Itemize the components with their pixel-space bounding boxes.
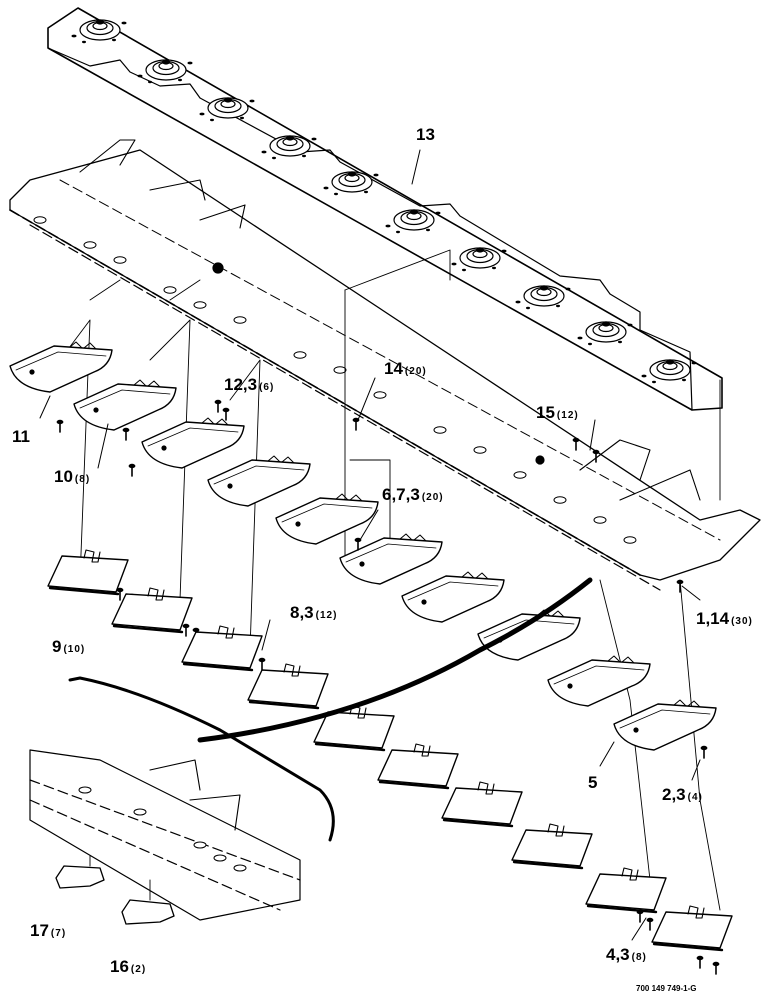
callout-9: 9(10) bbox=[52, 638, 85, 656]
callout-17: 17(7) bbox=[30, 922, 66, 940]
callout-11-num: 11 bbox=[12, 427, 30, 446]
callout-13: 13 bbox=[416, 126, 437, 144]
callout-13-num: 13 bbox=[416, 125, 435, 144]
detail-curve bbox=[197, 577, 593, 743]
callout-17-num: 17 bbox=[30, 921, 49, 940]
callout-10: 10(8) bbox=[54, 468, 90, 486]
callout-5: 5 bbox=[588, 774, 599, 792]
inset-detail-view bbox=[29, 676, 335, 925]
callout-4-3-num: 4,3 bbox=[606, 945, 630, 964]
frame-assembly bbox=[9, 139, 761, 591]
callout-2-3-num: 2,3 bbox=[662, 785, 686, 804]
callout-5-num: 5 bbox=[588, 773, 598, 792]
callout-4-3: 4,3(8) bbox=[606, 946, 647, 964]
callout-16-qty: (2) bbox=[130, 964, 147, 975]
callout-9-qty: (10) bbox=[63, 644, 86, 655]
callout-12-3-qty: (6) bbox=[259, 382, 275, 393]
callout-15-num: 15 bbox=[536, 403, 555, 422]
callout-12-3-num: 12,3 bbox=[224, 375, 258, 394]
callout-15: 15(12) bbox=[536, 404, 579, 422]
callout-9-num: 9 bbox=[52, 637, 62, 656]
callout-2-3: 2,3(4) bbox=[662, 786, 703, 804]
callout-1-14-qty: (30) bbox=[731, 616, 753, 627]
callout-10-num: 10 bbox=[54, 467, 73, 486]
callout-10-qty: (8) bbox=[74, 474, 91, 485]
callout-14-qty: (20) bbox=[404, 366, 427, 377]
callout-1-14-num: 1,14 bbox=[696, 609, 730, 628]
callout-11: 11 bbox=[12, 428, 32, 446]
callout-6-7-3: 6,7,3(20) bbox=[382, 486, 444, 504]
callout-6-7-3-num: 6,7,3 bbox=[382, 485, 420, 504]
cutterbar-assembly bbox=[47, 7, 723, 411]
callout-14-num: 14 bbox=[384, 359, 403, 378]
figure-id: 700 149 749-1-G bbox=[636, 984, 697, 993]
callout-6-7-3-qty: (20) bbox=[421, 492, 444, 503]
callout-16-num: 16 bbox=[110, 957, 129, 976]
callout-8-3: 8,3(12) bbox=[290, 604, 337, 622]
callout-17-qty: (7) bbox=[50, 928, 67, 939]
callout-8-3-num: 8,3 bbox=[290, 603, 314, 622]
callout-2-3-qty: (4) bbox=[687, 792, 703, 803]
callout-8-3-qty: (12) bbox=[315, 610, 338, 621]
callout-leaders bbox=[39, 149, 701, 941]
callout-12-3: 12,3(6) bbox=[224, 376, 274, 394]
callout-15-qty: (12) bbox=[556, 410, 579, 421]
callout-1-14: 1,14(30) bbox=[696, 610, 753, 628]
callout-14: 14(20) bbox=[384, 360, 427, 378]
callout-4-3-qty: (8) bbox=[631, 952, 647, 963]
callout-16: 16(2) bbox=[110, 958, 146, 976]
